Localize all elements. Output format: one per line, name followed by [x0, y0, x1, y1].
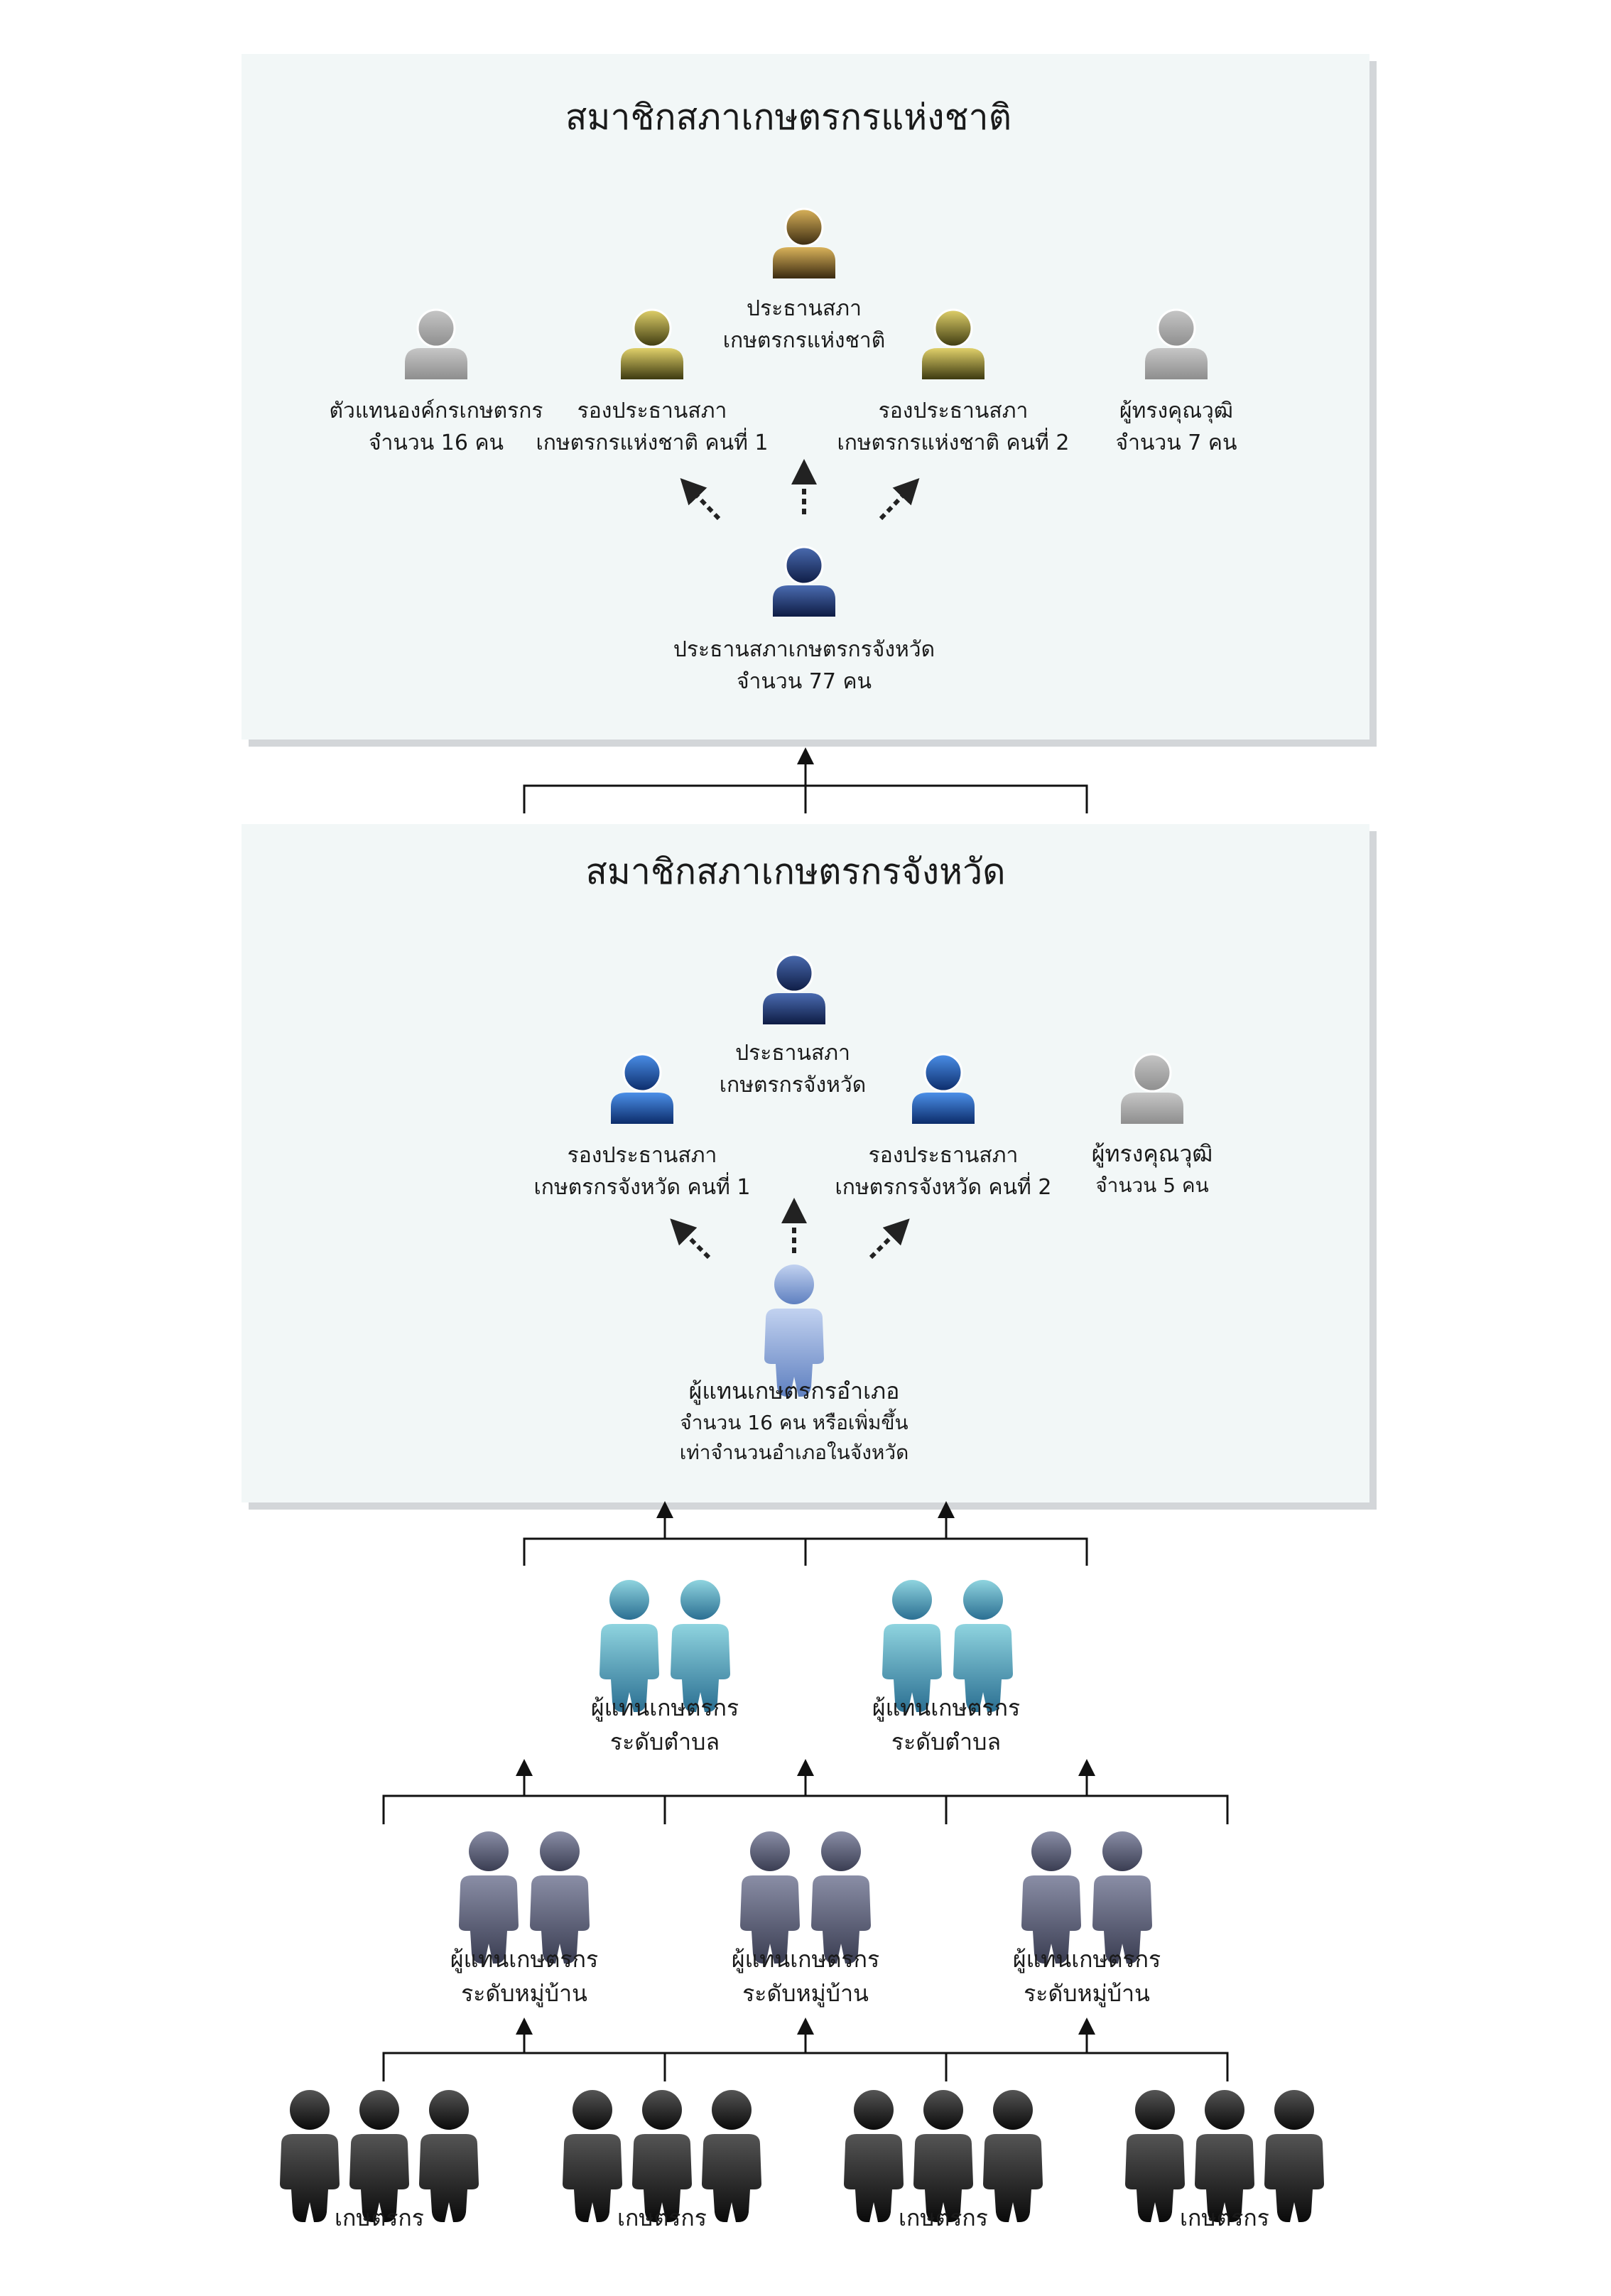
farmer-icon-4-3: [1264, 2090, 1324, 2222]
provincial-title: สมาชิกสภาเกษตรกรจังหวัด: [585, 851, 1006, 892]
provincial-dotted-arrows: [670, 1198, 910, 1260]
farmer-icon-1-1: [280, 2090, 340, 2222]
national-experts-label: ผู้ทรงคุณวุฒิจำนวน 7 คน: [1115, 399, 1237, 455]
provincial-president-label: ประธานสภาเกษตรกรจังหวัด: [719, 1041, 867, 1098]
farmer-icon-3-3: [983, 2090, 1043, 2222]
village-label-2: ผู้แทนเกษตรกรระดับหมู่บ้าน: [731, 1946, 880, 2007]
farmer-icon-2-2: [632, 2090, 692, 2222]
national-president-label: ประธานสภาเกษตรกรแห่งชาติ: [722, 296, 886, 353]
subdistrict-rep-icon-2-2: [953, 1580, 1013, 1712]
president-icon: [773, 207, 835, 278]
provincial-vice-1-icon: [611, 1053, 673, 1124]
national-title: สมาชิกสภาเกษตรกรแห่งชาติ: [565, 97, 1012, 138]
farmer-icon-2-1: [563, 2090, 622, 2222]
national-vice1-label: รองประธานสภาเกษตรกรแห่งชาติ คนที่ 1: [536, 399, 769, 455]
village-rep-icon-1-2: [530, 1831, 590, 1964]
provincial-panel: [242, 824, 1377, 1510]
connector-provincial-to-national: [523, 747, 1088, 813]
experts-icon: [1145, 308, 1208, 379]
farmers-label-2: เกษตรกร: [617, 2204, 707, 2231]
farmers-label-4: เกษตรกร: [1180, 2204, 1269, 2231]
subdistrict-label-1: ผู้แทนเกษตรกรระดับตำบล: [590, 1694, 739, 1755]
provincial-president-icon: [763, 953, 825, 1024]
vice-president-2-icon: [922, 308, 984, 379]
provincial-experts-label: ผู้ทรงคุณวุฒิจำนวน 5 คน: [1091, 1140, 1213, 1197]
farmer-icon-4-2: [1195, 2090, 1254, 2222]
vice-president-1-icon: [621, 308, 683, 379]
provincial-experts-icon: [1121, 1053, 1183, 1124]
provincial-presidents-label: ประธานสภาเกษตรกรจังหวัดจำนวน 77 คน: [673, 637, 935, 694]
farmer-icon-3-2: [913, 2090, 973, 2222]
subdistrict-rep-icon-1-2: [671, 1580, 730, 1712]
village-label-3: ผู้แทนเกษตรกรระดับหมู่บ้าน: [1012, 1946, 1161, 2007]
provincial-vice2-label: รองประธานสภาเกษตรกรจังหวัด คนที่ 2: [835, 1143, 1052, 1200]
connector-village-to-subdistrict: [382, 1759, 1229, 1824]
village-rep-icon-2-2: [811, 1831, 871, 1964]
national-org-reps-label: ตัวแทนองค์กรเกษตรกรจำนวน 16 คน: [329, 399, 543, 455]
farmer-icon-3-1: [844, 2090, 904, 2222]
farmer-icon-2-3: [702, 2090, 761, 2222]
village-rep-icon-2-1: [740, 1831, 800, 1964]
national-dotted-arrows: [680, 459, 920, 521]
farmer-icon-4-1: [1125, 2090, 1185, 2222]
farmer-icon-1-3: [419, 2090, 479, 2222]
org-reps-icon: [405, 308, 467, 379]
village-rep-icon-3-2: [1092, 1831, 1152, 1964]
district-reps-label: ผู้แทนเกษตรกรอำเภอ จำนวน 16 คน หรือเพิ่ม…: [679, 1377, 909, 1464]
subdistrict-rep-icon-2-1: [882, 1580, 942, 1712]
farmers-label-1: เกษตรกร: [335, 2204, 424, 2231]
person-icons: [280, 207, 1324, 2222]
village-rep-icon-3-1: [1021, 1831, 1081, 1964]
connector-farmers-to-village: [382, 2018, 1229, 2081]
village-label-1: ผู้แทนเกษตรกรระดับหมู่บ้าน: [450, 1946, 599, 2007]
subdistrict-rep-icon-1-1: [600, 1580, 659, 1712]
provincial-vice1-label: รองประธานสภาเกษตรกรจังหวัด คนที่ 1: [533, 1143, 751, 1200]
farmers-label-3: เกษตรกร: [899, 2204, 988, 2231]
farmer-icon-1-2: [349, 2090, 409, 2222]
national-vice2-label: รองประธานสภาเกษตรกรแห่งชาติ คนที่ 2: [837, 399, 1070, 455]
national-panel: [242, 54, 1377, 747]
district-rep-icon: [764, 1265, 824, 1397]
subdistrict-label-2: ผู้แทนเกษตรกรระดับตำบล: [872, 1694, 1021, 1755]
connector-subdistrict-to-provincial: [523, 1501, 1088, 1566]
provincial-vice-2-icon: [912, 1053, 975, 1124]
provincial-presidents-icon: [773, 546, 835, 617]
village-rep-icon-1-1: [459, 1831, 519, 1964]
